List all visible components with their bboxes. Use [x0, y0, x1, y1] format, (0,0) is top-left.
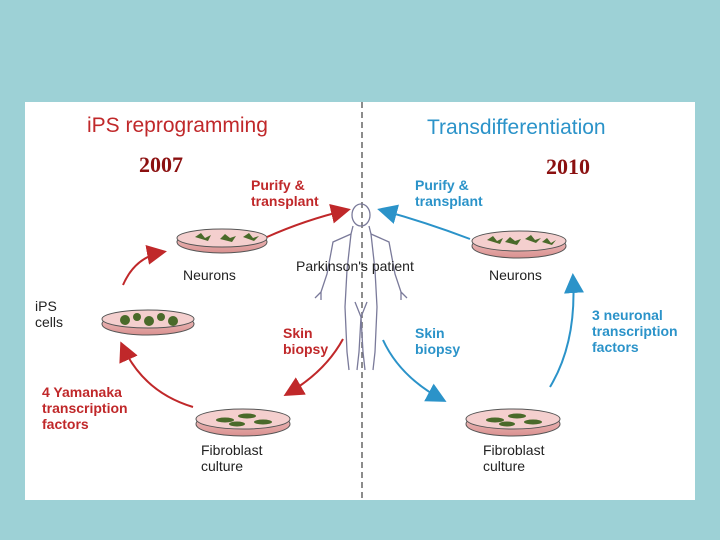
label-3-factors: 3 neuronal transcription factors [592, 307, 678, 356]
year-left: 2007 [139, 152, 183, 177]
label-neurons-left: Neurons [183, 267, 236, 283]
title-ips-reprogramming: iPS reprogramming [87, 114, 268, 137]
dish-fibroblast-right [465, 408, 561, 437]
human-figure [314, 203, 408, 371]
diagram-panel: iPS reprogramming Transdifferentiation 2… [25, 102, 695, 500]
label-neurons-right: Neurons [489, 267, 542, 283]
arrow-ips-to-neurons [122, 244, 167, 286]
dish-neurons-left [176, 228, 268, 254]
dish-fibroblast-left [195, 408, 291, 437]
label-purify-left: Purify & transplant [251, 177, 319, 210]
dish-ips-cells [101, 309, 195, 336]
label-purify-right: Purify & transplant [415, 177, 483, 210]
dish-neurons-right [471, 230, 567, 259]
label-ips-cells: iPS cells [35, 298, 64, 331]
arrow-patient-to-fibro-right [382, 339, 447, 402]
label-fibroblast-left: Fibroblast culture [201, 442, 263, 475]
label-4-factors: 4 Yamanaka transcription factors [42, 384, 128, 433]
label-skin-left: Skin biopsy [283, 325, 329, 358]
diagram-graphics [101, 102, 584, 500]
arrow-fibro-to-neurons-right [549, 273, 584, 388]
arrow-fibro-to-ips [119, 341, 194, 408]
label-skin-right: Skin biopsy [415, 325, 461, 358]
year-right: 2010 [546, 154, 590, 179]
arrow-neurons-to-patient [266, 203, 351, 238]
label-patient: Parkinson's patient [296, 258, 414, 274]
arrow-neurons-to-patient-right [377, 204, 471, 240]
title-transdifferentiation: Transdifferentiation [427, 116, 606, 139]
arrow-patient-to-fibro-left [283, 338, 344, 397]
label-fibroblast-right: Fibroblast culture [483, 442, 545, 475]
